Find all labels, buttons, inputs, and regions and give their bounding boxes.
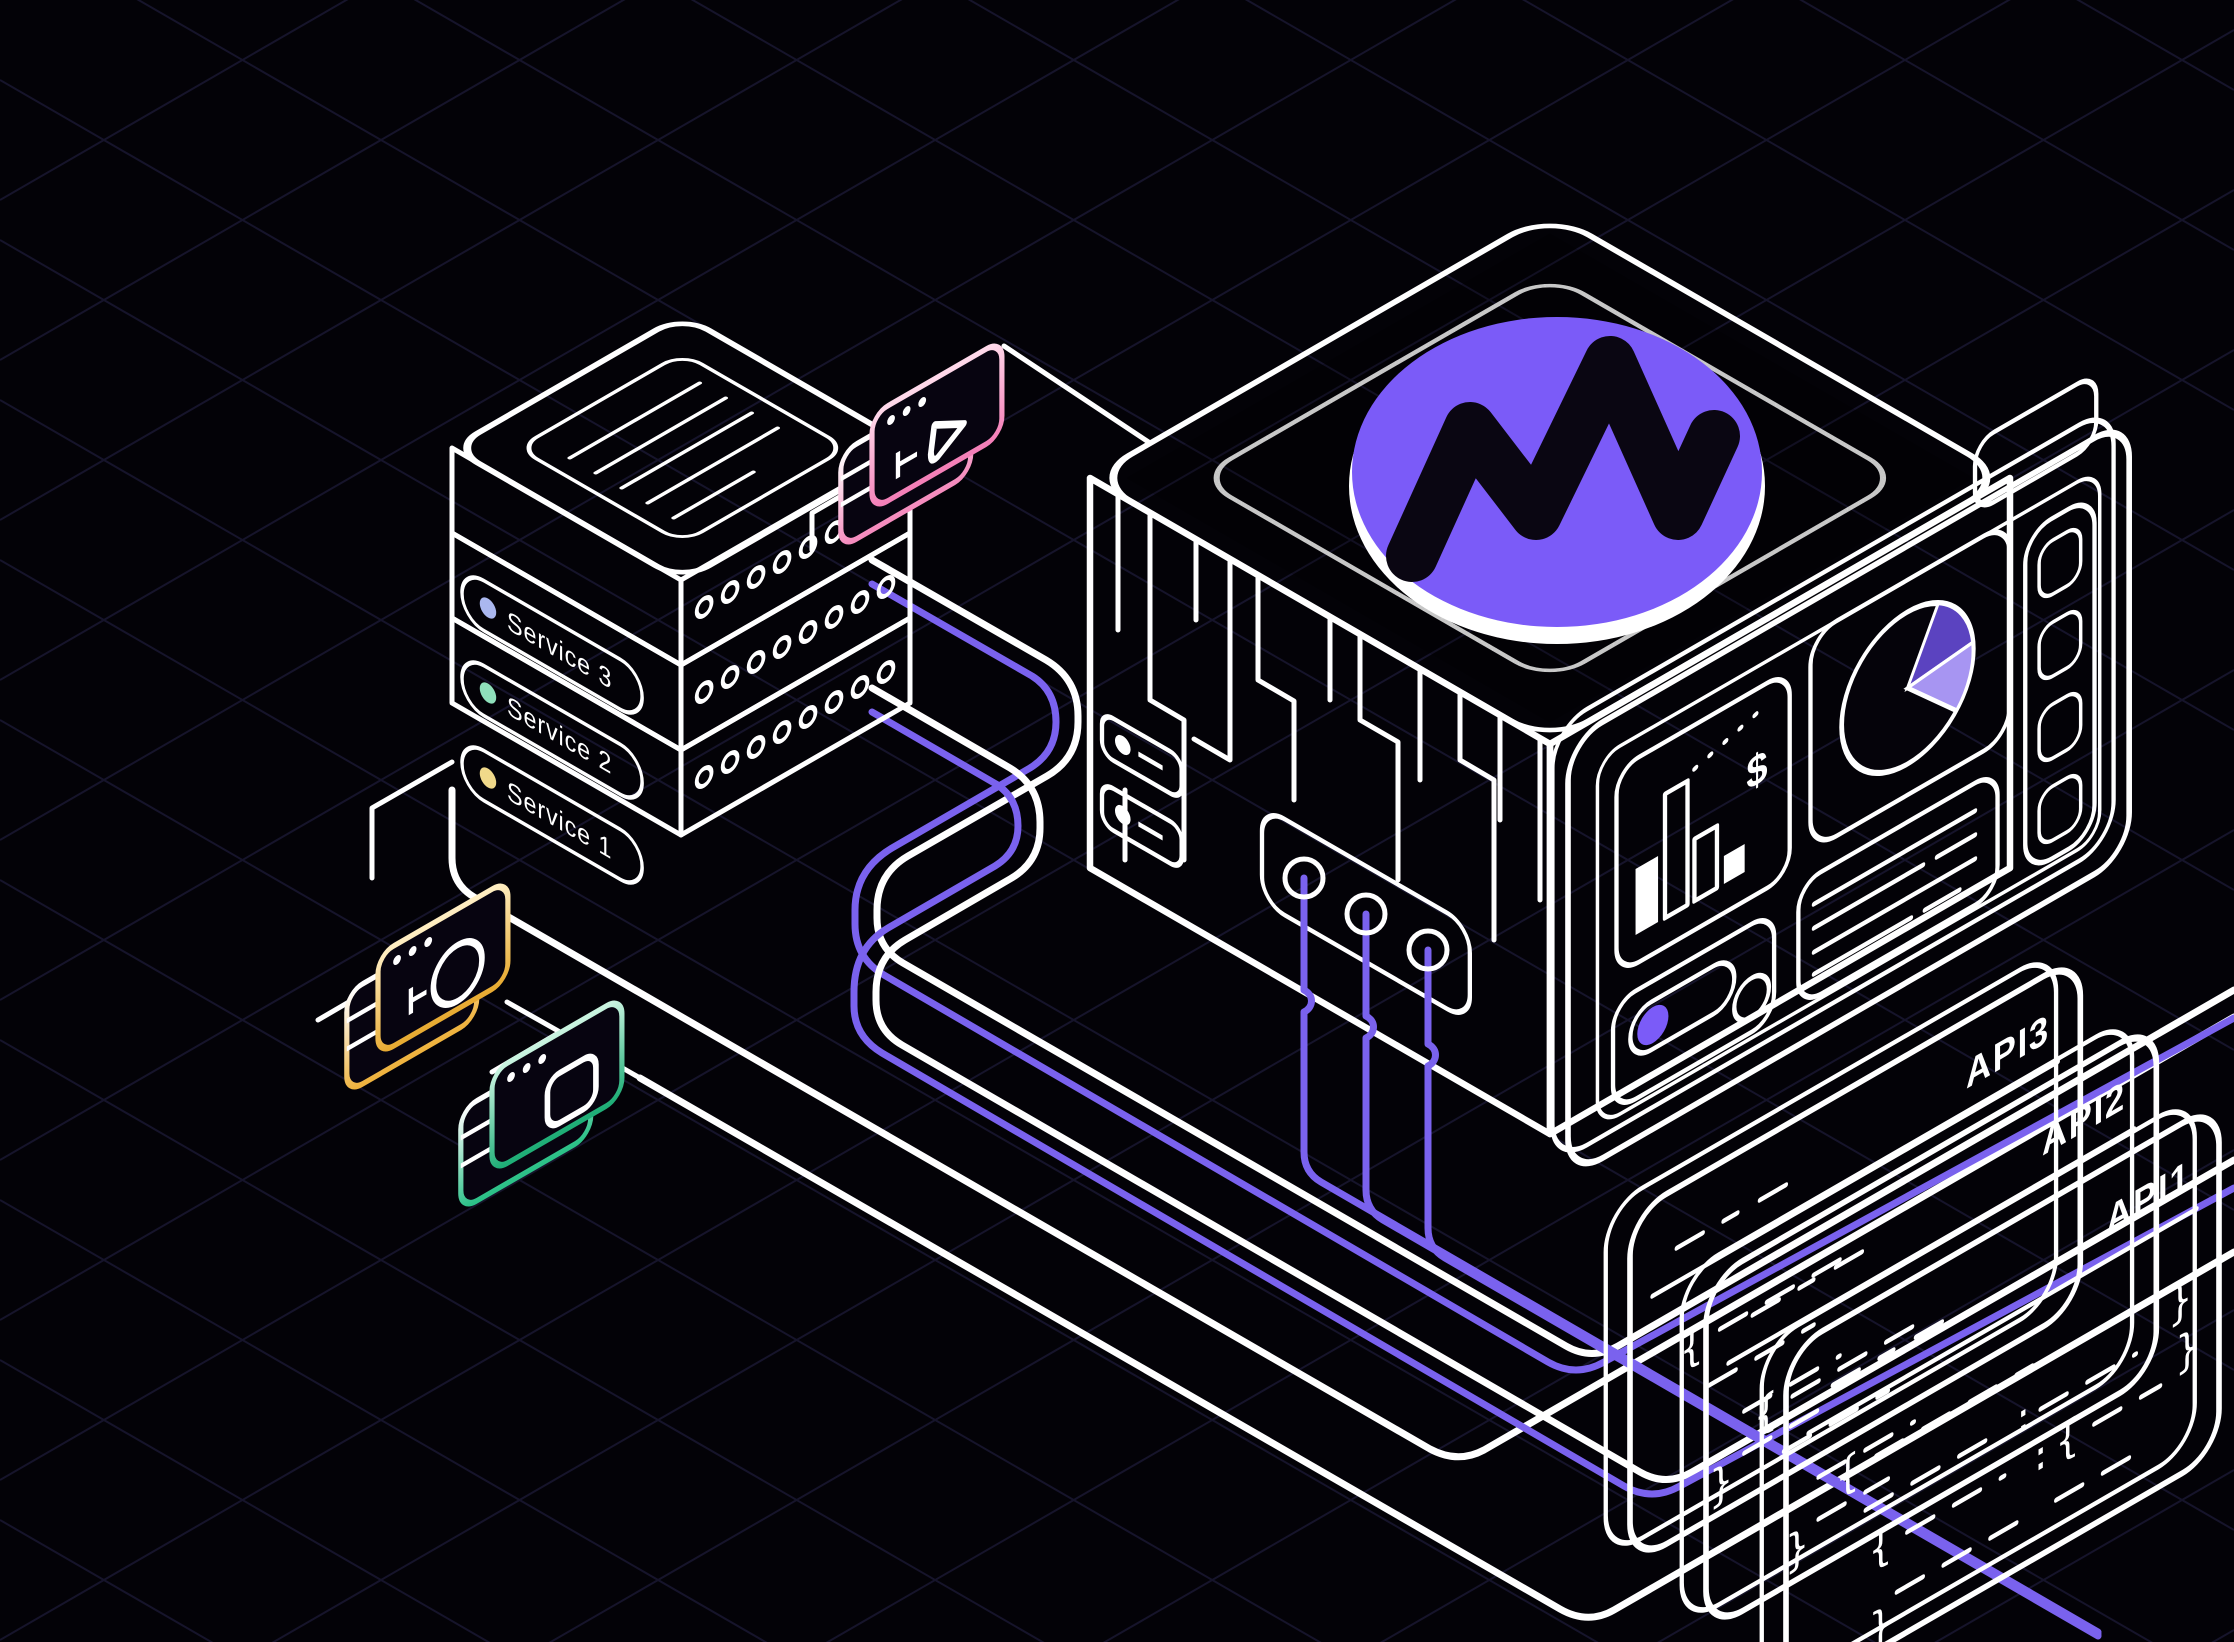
window-dots-icon — [393, 936, 433, 966]
svg-text:{: { — [1869, 1515, 1892, 1579]
api-card-2: API2 { } — [1679, 1029, 2160, 1620]
pulse-logo-icon — [1386, 336, 1740, 582]
code-snippet: { : } { : { } } — [1836, 1270, 2199, 1642]
grid-line — [1379, 1149, 2234, 1642]
service-status-dot — [479, 767, 497, 789]
toggle-pill — [1628, 960, 1737, 1056]
grid-line — [0, 29, 2234, 1321]
grid-line — [548, 669, 2234, 1642]
bar — [1692, 823, 1720, 904]
pie-slice-light — [1903, 639, 1976, 714]
grid-line — [1799, 0, 2234, 251]
core-engine-cube — [1086, 223, 2102, 1640]
grid-line — [0, 879, 1322, 1642]
svg-text::: : — [2030, 1427, 2051, 1485]
svg-text::: : — [2013, 1389, 2034, 1447]
pipe-white-bottom — [636, 1074, 2234, 1621]
svg-text:}: } — [2176, 1318, 2199, 1382]
button-strip — [2023, 502, 2097, 866]
window-dots-icon — [887, 396, 927, 426]
browser-window-yellow — [344, 883, 511, 1090]
list-lines — [1811, 808, 1978, 977]
server-units — [449, 445, 913, 838]
server-stack: Service 3 Service 2 Service 1 — [449, 321, 913, 885]
grid-line — [413, 0, 2234, 1051]
grid-line — [0, 719, 1599, 1642]
pulse-logo — [1349, 317, 1765, 644]
svg-text:{: { — [1680, 1315, 1703, 1379]
svg-text:{: { — [1836, 1442, 1859, 1506]
browser-window-pink — [838, 343, 1005, 545]
pipe-white-a — [868, 556, 2234, 1357]
circuit-traces — [1115, 491, 1543, 943]
app-tile-icon — [544, 1053, 599, 1129]
grid-line — [0, 0, 1457, 841]
pipe-white-lower — [448, 786, 2234, 1461]
tick-mark — [408, 986, 427, 1016]
server-vent-lines — [567, 381, 781, 520]
cables — [1282, 856, 2102, 1640]
toggle-knob — [1637, 1004, 1669, 1046]
grid-line — [0, 559, 1876, 1642]
monitor-handle — [1972, 378, 2099, 508]
grid-line — [2076, 0, 2234, 91]
grid-line — [0, 0, 349, 201]
strip-button-active — [2037, 527, 2083, 599]
bar — [1635, 856, 1659, 935]
pipe-white-b — [868, 684, 2234, 1483]
grid-line — [0, 1359, 491, 1642]
grid-line — [0, 1199, 768, 1642]
grid-line — [1521, 0, 2234, 411]
svg-text:}: } — [2169, 1270, 2192, 1334]
trend-dotted-line — [1692, 709, 1761, 772]
play-icon — [927, 420, 967, 464]
svg-text:{: { — [2056, 1407, 2079, 1471]
pipe-purple-a — [851, 580, 2234, 1374]
strip-button — [2037, 609, 2083, 681]
toggle-card — [1610, 918, 1777, 1105]
grid-line — [0, 399, 2153, 1642]
service-status-dot — [479, 682, 497, 704]
pie-chart-card — [1808, 529, 2012, 843]
bar-chart-card: $ — [1614, 677, 1792, 968]
monitor-frame — [1565, 429, 2132, 1167]
currency-symbol: $ — [1746, 740, 1767, 801]
grid-line — [1657, 1309, 2234, 1642]
bar — [1662, 778, 1690, 921]
grid-line — [0, 79, 2234, 1371]
code-snippet: { } — [1680, 1251, 1853, 1516]
strip-button — [2037, 773, 2083, 845]
list-card — [1796, 777, 2000, 1000]
grid-line — [0, 0, 1734, 1001]
connector-pink-to-cube — [1001, 343, 1153, 446]
grid-line — [967, 0, 2234, 731]
api-card-label: API3 — [1966, 1006, 2050, 1098]
window-dots-icon — [507, 1053, 547, 1083]
browser-window-green — [458, 1000, 625, 1207]
grid-line — [0, 0, 1180, 681]
bar — [1723, 844, 1745, 884]
grid-line — [0, 1039, 1045, 1642]
grid-line — [1244, 0, 2234, 571]
grid-line — [0, 1519, 214, 1642]
svg-text:}: } — [1786, 1517, 1809, 1581]
svg-text:}: } — [1869, 1595, 1892, 1642]
lens-icon — [430, 938, 485, 1008]
grid-line — [0, 0, 903, 521]
strip-button — [2037, 691, 2083, 763]
dashboard-monitor: $ — [1550, 378, 2132, 1167]
svg-text:}: } — [1710, 1452, 1733, 1516]
service-status-dot — [479, 597, 497, 619]
grid-line — [825, 829, 2234, 1642]
port-1 — [1099, 714, 1184, 798]
tick-mark — [895, 450, 918, 480]
port-2 — [1099, 784, 1184, 868]
pie-slice-dark — [1904, 600, 1975, 693]
status-circle — [1732, 972, 1772, 1024]
grid-line — [0, 0, 626, 361]
